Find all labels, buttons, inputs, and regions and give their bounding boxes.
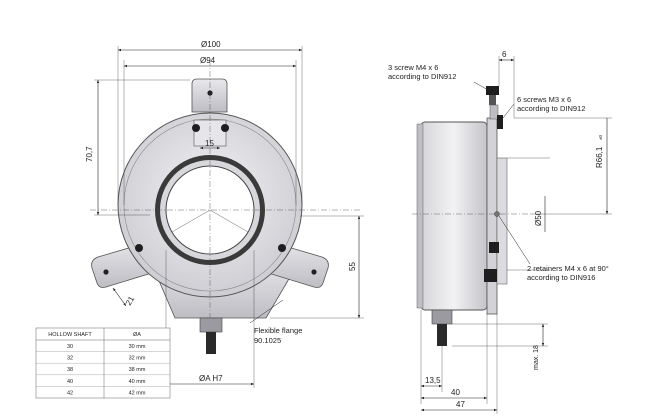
retainers-note-line2: according to DIN916	[527, 273, 595, 282]
dim-w6: 6	[502, 50, 507, 59]
screw-icon	[484, 269, 497, 282]
dim-r66-1: R66,1	[595, 146, 604, 168]
screw-m3-note-line2: according to DIN912	[517, 104, 585, 113]
table-header-shaft: HOLLOW SHAFT	[48, 332, 92, 338]
dim-w13-5: 13,5	[425, 376, 441, 385]
table-row: 32 32 mm	[67, 356, 146, 362]
table-row: 30 30 mm	[67, 344, 146, 350]
dim-bore: ØA H7	[199, 374, 223, 383]
body-back-rim	[416, 123, 424, 309]
screw-icon	[192, 124, 200, 132]
front-view: Ø100 Ø94 70,7 15 21 55 ØA H7 Flexible fl…	[85, 40, 364, 388]
dim-h70-7: 70,7	[85, 146, 94, 162]
dim-d94: Ø94	[200, 56, 216, 65]
table-row: 40 40 mm	[67, 379, 146, 385]
screw-icon	[103, 269, 109, 275]
cable	[437, 324, 447, 346]
dim-r66-1-tolerance: ±0	[598, 135, 603, 140]
dim-w15: 15	[205, 139, 214, 148]
svg-text:32 mm: 32 mm	[129, 356, 146, 362]
flange-note-line1: Flexible flange	[254, 326, 302, 335]
dim-w21: 21	[124, 294, 137, 307]
svg-text:42: 42	[67, 390, 73, 396]
cable-gland-nut	[199, 317, 223, 333]
svg-text:30: 30	[67, 344, 73, 350]
screw-icon	[497, 115, 503, 129]
dim-w47: 47	[456, 400, 465, 409]
svg-text:40 mm: 40 mm	[129, 379, 146, 385]
flange-note-line2: 90.1025	[254, 336, 281, 345]
svg-text:38 mm: 38 mm	[129, 367, 146, 373]
screw-m4-note-line1: 3 screw M4 x 6	[388, 63, 438, 72]
dim-h55: 55	[348, 262, 357, 271]
cable-gland-nut	[431, 309, 453, 325]
dim-d100: Ø100	[201, 40, 221, 49]
cable	[206, 332, 216, 354]
retainers-note-line1: 2 retainers M4 x 6 at 90°	[527, 264, 609, 273]
table-row: 38 38 mm	[67, 367, 146, 373]
screw-icon	[278, 244, 286, 252]
dim-max18: max. 18	[533, 345, 540, 370]
screw-icon	[311, 269, 317, 275]
dim-d50: Ø50	[534, 210, 543, 226]
svg-text:42 mm: 42 mm	[129, 390, 146, 396]
top-tab	[489, 104, 499, 120]
hollow-shaft-table: HOLLOW SHAFT ØA 30 30 mm 32 32 mm 38 38 …	[35, 327, 171, 399]
dim-w40: 40	[451, 388, 460, 397]
screw-icon	[489, 242, 499, 253]
screw-icon	[486, 86, 499, 95]
encoder-body	[420, 121, 488, 311]
screw-m3-note-line1: 6 screws M3 x 6	[517, 95, 571, 104]
table-header-diameter: ØA	[133, 332, 141, 338]
side-view: 6 3 screw M4 x 6 according to DIN912 6 s…	[388, 50, 612, 414]
svg-text:30 mm: 30 mm	[129, 344, 146, 350]
screw-m4-note-line2: according to DIN912	[388, 72, 456, 81]
svg-text:38: 38	[67, 367, 73, 373]
svg-text:40: 40	[67, 379, 73, 385]
screw-icon	[221, 124, 229, 132]
screw-icon	[135, 244, 143, 252]
table-row: 42 42 mm	[67, 390, 146, 396]
svg-text:32: 32	[67, 356, 73, 362]
